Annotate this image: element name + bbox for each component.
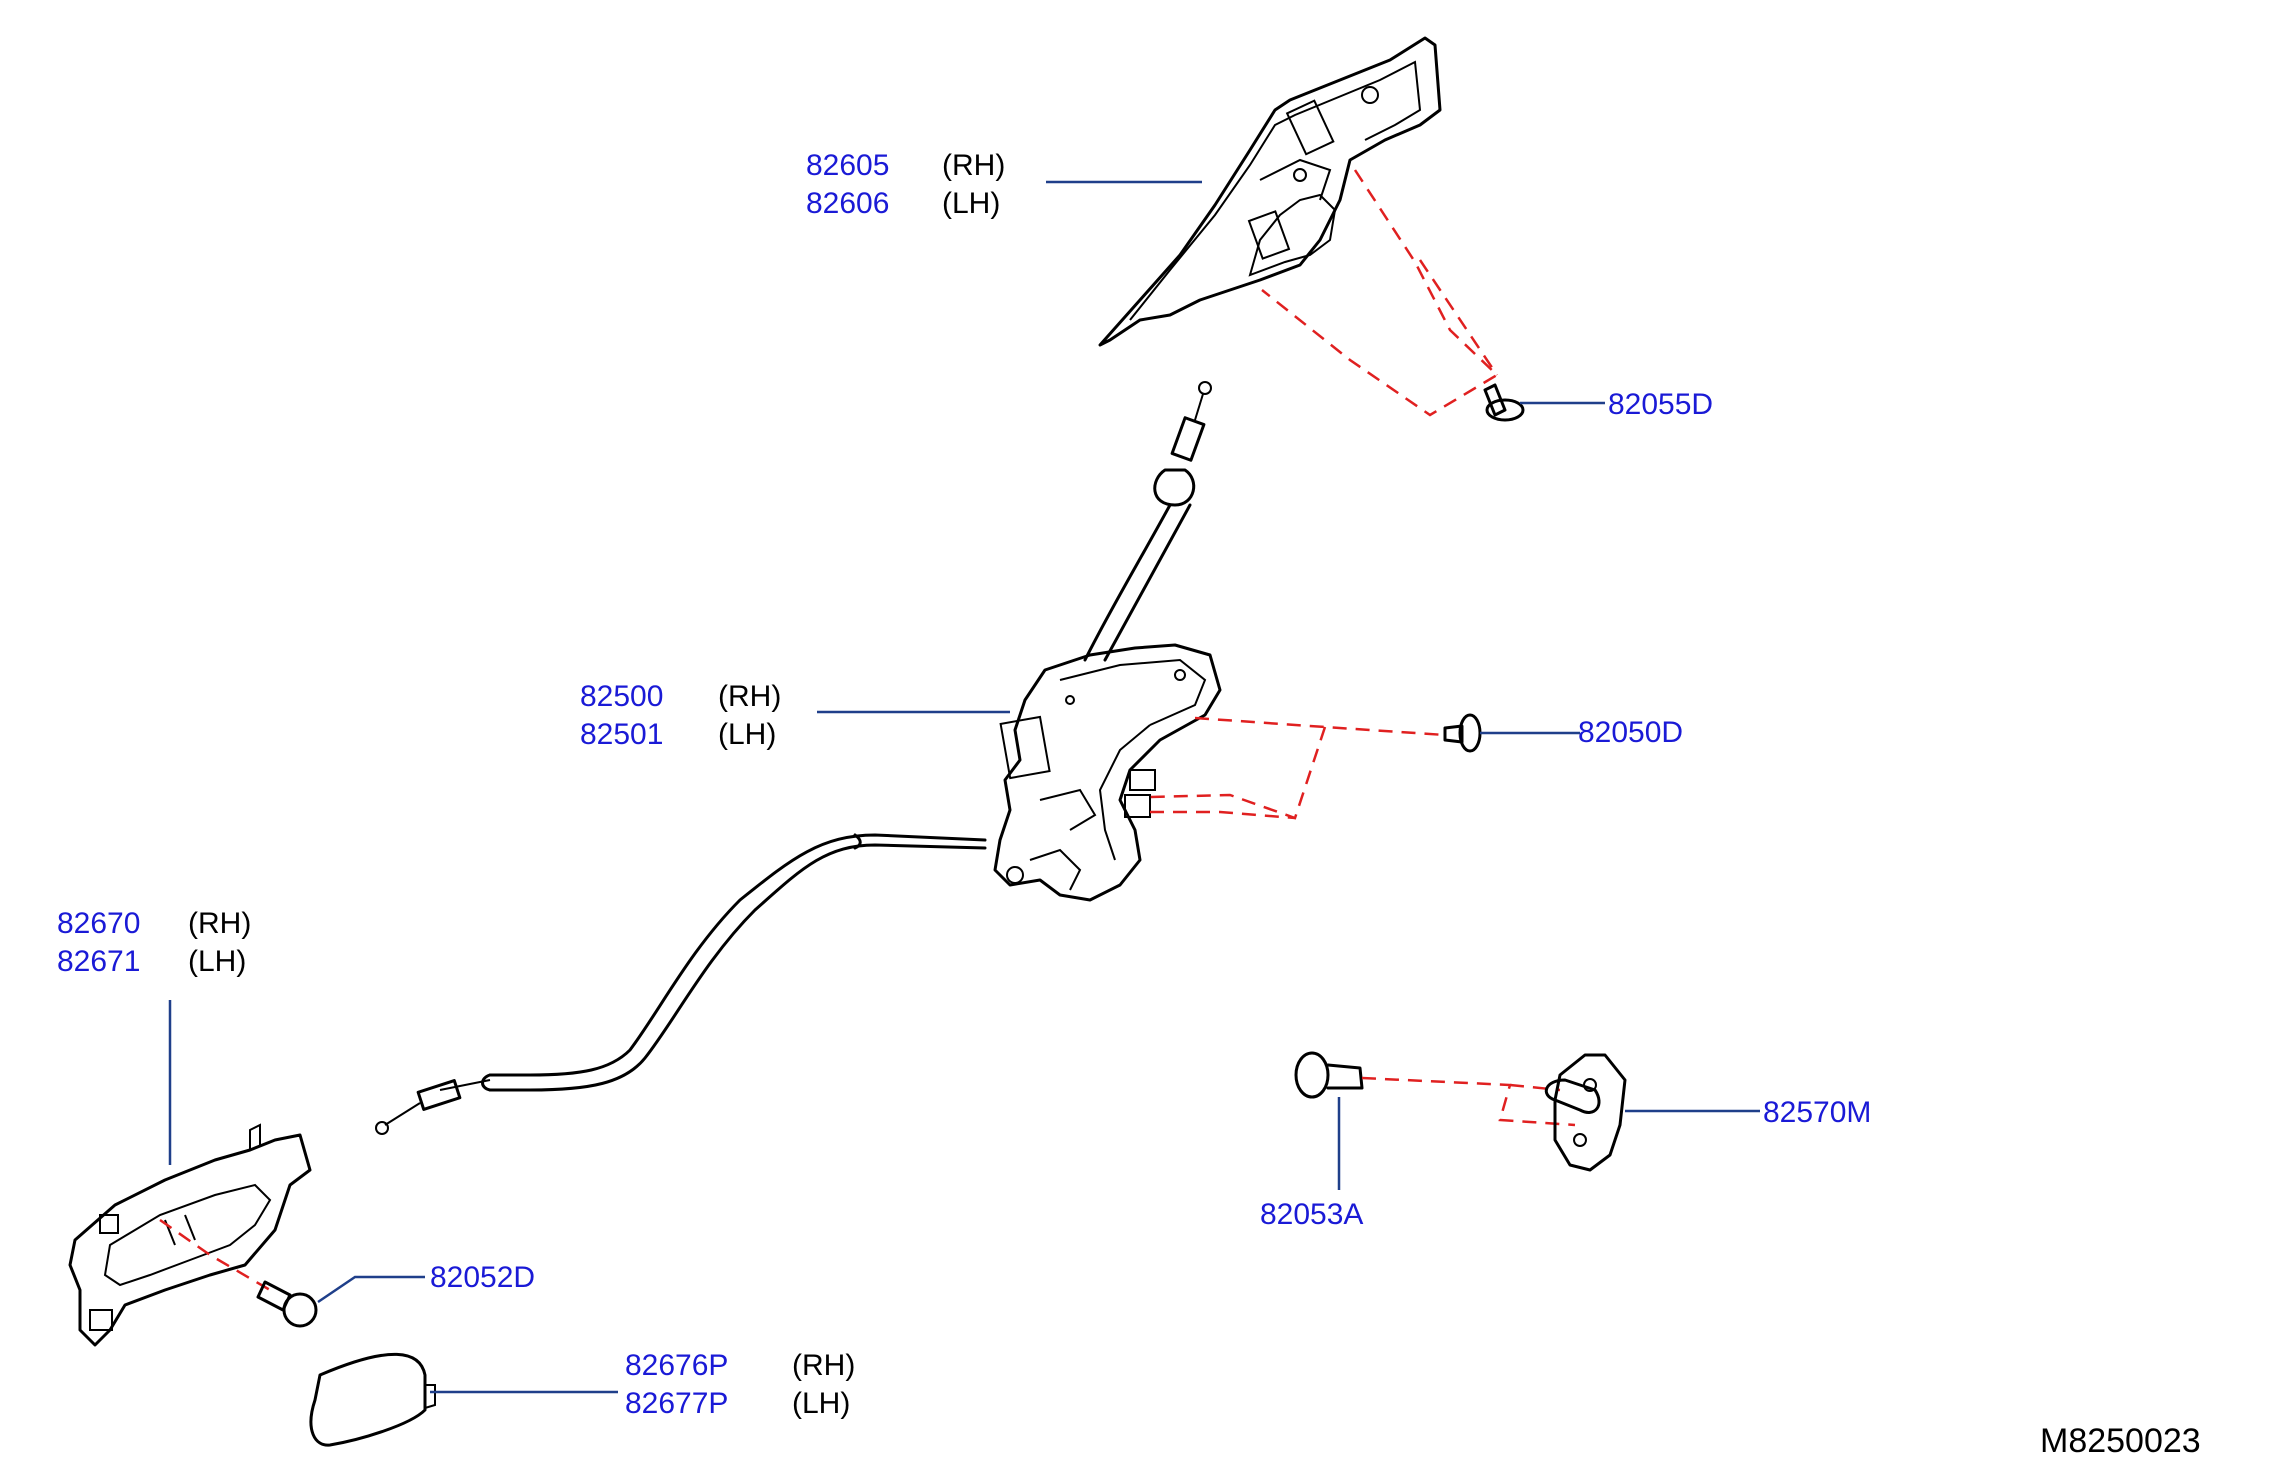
- callout-82570m: 82570M: [1763, 1096, 1871, 1129]
- callout-82671: 82671: [57, 945, 140, 978]
- clip-82055d-part: [1483, 383, 1525, 422]
- screw-82052d-part: [256, 1280, 318, 1328]
- handle-cap-part: [309, 1352, 436, 1447]
- leader-82052d: [317, 1275, 425, 1304]
- callout-82605-rh-tag: (RH): [942, 149, 1005, 182]
- callout-82677p: 82677P: [625, 1387, 728, 1420]
- inside-handle-part: [68, 1123, 312, 1347]
- callout-82676p: 82676P: [625, 1349, 728, 1382]
- upper-cable-part: [1083, 381, 1212, 662]
- leader-lines: [168, 180, 1760, 1394]
- callout-82500: 82500: [580, 680, 663, 713]
- callout-82055d: 82055D: [1608, 388, 1713, 421]
- callout-82052d: 82052D: [430, 1261, 535, 1294]
- callout-82501-lh-tag: (LH): [718, 718, 776, 751]
- callout-82670-rh-tag: (RH): [188, 907, 251, 940]
- screw-82050d-part: [1443, 713, 1482, 753]
- callout-82606-lh-tag: (LH): [942, 187, 1000, 220]
- striker-82570m-part: [1544, 1053, 1627, 1172]
- callout-82671-lh-tag: (LH): [188, 945, 246, 978]
- callout-82500-rh-tag: (RH): [718, 680, 781, 713]
- callout-82501: 82501: [580, 718, 663, 751]
- callout-82605: 82605: [806, 149, 889, 182]
- callout-82606: 82606: [806, 187, 889, 220]
- callout-82053a: 82053A: [1260, 1198, 1363, 1231]
- callout-82677p-lh-tag: (LH): [792, 1387, 850, 1420]
- lower-cable-part: [375, 833, 987, 1135]
- door-lock-actuator-part: [993, 643, 1222, 902]
- callout-82676p-rh-tag: (RH): [792, 1349, 855, 1382]
- door-trim-finisher-part: [1098, 36, 1442, 347]
- bolt-82053a-part: [1294, 1051, 1364, 1099]
- diagram-code: M8250023: [2040, 1422, 2201, 1460]
- callout-82050d: 82050D: [1578, 716, 1683, 749]
- callout-82670: 82670: [57, 907, 140, 940]
